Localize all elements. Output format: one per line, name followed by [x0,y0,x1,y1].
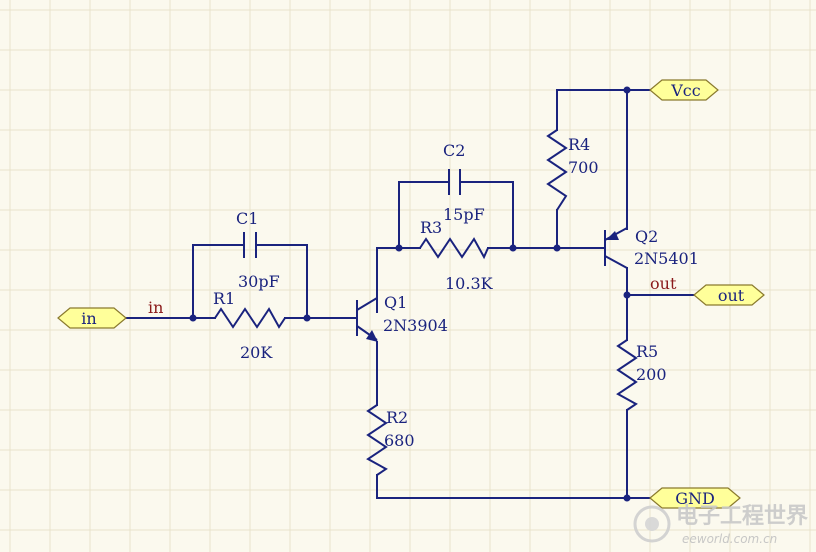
r2-ref: R2 [386,408,408,427]
r5-value: 200 [636,365,667,384]
r4-ref: R4 [568,135,590,154]
c1-ref: C1 [236,209,258,228]
wire-r4 [556,89,651,249]
c1-value: 30pF [238,272,280,291]
resistor-r1 [214,307,286,329]
r3-ref: R3 [420,218,442,237]
q2-emitter-arrow [606,231,619,240]
q2-value: 2N5401 [634,249,699,268]
transistor-q1 [356,297,378,342]
port-gnd: GND [649,487,741,509]
net-label-in: in [148,298,163,317]
watermark-brand: 电子工程世界 [676,504,808,529]
watermark-logo-icon [633,505,671,543]
watermark-logo-core [645,517,659,531]
r4-value: 700 [568,158,599,177]
r3-value: 10.3K [445,274,494,293]
q1-emitter-arrow [366,330,378,342]
wires [125,89,695,499]
r5-ref: R5 [636,342,658,361]
resistor-r3 [419,237,489,260]
watermark: 电子工程世界 eeworld.com.cn [633,504,808,546]
r1-ref: R1 [213,289,235,308]
junctions [189,86,631,502]
c2-ref: C2 [443,141,465,160]
resistor-r4 [546,129,568,211]
transistor-q2 [604,227,628,269]
net-label-out: out [650,274,677,293]
watermark-site: eeworld.com.cn [682,532,777,546]
r1-value: 20K [240,343,273,362]
wire-c2-loop [398,181,514,249]
resistor-r5 [616,339,638,411]
r2-value: 680 [384,431,415,450]
capacitor-c2 [448,169,461,195]
port-out: out [693,284,765,306]
wire-c1-loop [192,244,308,319]
port-in-label: in [81,309,96,328]
port-vcc: Vcc [649,79,719,101]
wire-q1-collector [376,247,421,313]
port-in: in [57,307,127,329]
c2-value: 15pF [443,205,485,224]
q1-value: 2N3904 [383,316,448,335]
port-out-label: out [718,286,745,305]
port-gnd-label: GND [675,489,715,508]
q2-ref: Q2 [635,227,658,246]
capacitor-c1 [243,232,257,258]
q1-ref: Q1 [384,293,407,312]
resistor-r2 [366,404,388,476]
port-vcc-label: Vcc [670,81,701,100]
wire-gnd [376,474,651,499]
